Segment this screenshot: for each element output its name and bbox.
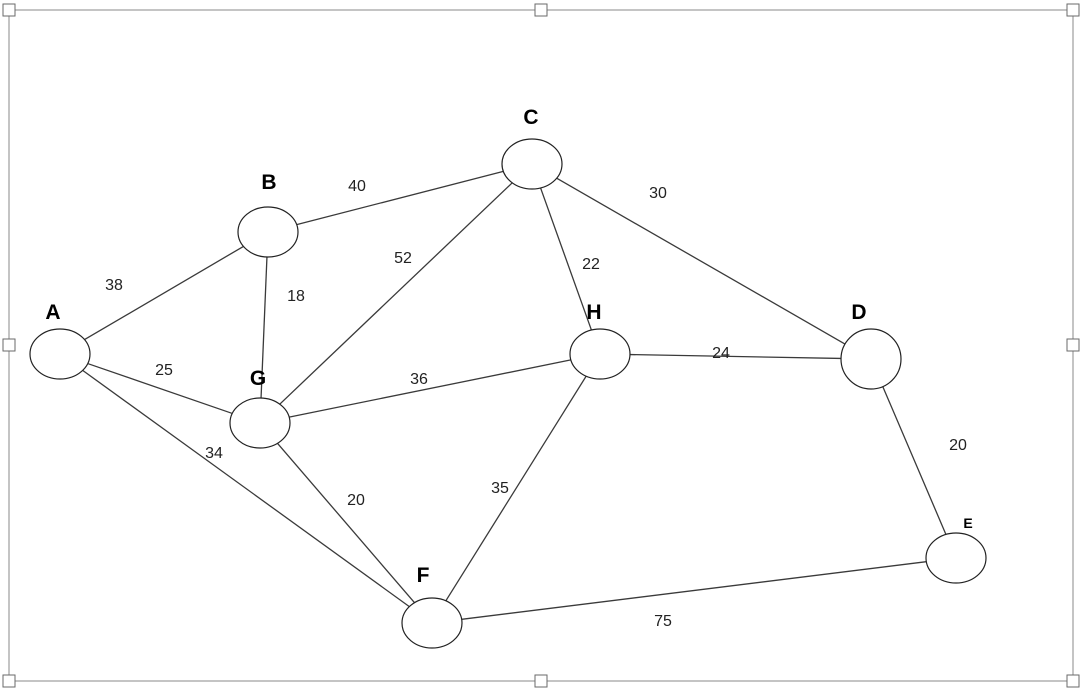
node-label-h: H [586,301,601,324]
edge-a-g [87,362,233,415]
node-b[interactable] [237,206,299,258]
edges-layer [82,170,947,620]
resize-handle-top-left[interactable] [2,3,16,17]
node-label-c: C [523,106,538,129]
node-f[interactable] [401,597,463,649]
edge-weight-b-c: 40 [348,178,366,195]
node-label-g: G [250,367,266,390]
node-g[interactable] [229,397,291,449]
edge-a-b [84,245,244,341]
edge-b-g [260,256,268,399]
edge-b-c [296,170,504,226]
edge-weight-d-e: 20 [949,437,967,454]
nodes-layer: A B C D E F G H [29,106,987,649]
edge-a-f [82,369,410,608]
edge-weight-c-h: 22 [582,256,600,273]
node-label-e: E [963,515,972,531]
edge-weight-a-f: 34 [205,445,223,462]
edge-c-h [539,187,593,331]
node-e[interactable] [925,532,987,584]
edge-h-d [629,353,842,360]
resize-handle-top-right[interactable] [1066,3,1080,17]
node-c[interactable] [501,138,563,190]
edge-weight-c-g: 52 [394,250,412,267]
edge-weight-g-h: 36 [410,371,428,388]
edge-h-f [445,375,587,602]
node-h[interactable] [569,328,631,380]
weights-layer: 38 40 18 52 22 30 25 36 24 34 20 35 20 75 [105,178,967,630]
resize-handle-bottom-right[interactable] [1066,674,1080,688]
node-a[interactable] [29,328,91,380]
edge-c-d [556,177,846,345]
resize-handle-bottom-left[interactable] [2,674,16,688]
selection-frame[interactable] [8,9,1074,682]
edge-f-e [461,561,927,620]
edge-g-h [289,359,571,418]
node-label-f: F [417,564,430,587]
edge-weight-b-g: 18 [287,288,305,305]
node-label-d: D [851,301,866,324]
resize-handle-left[interactable] [2,338,16,352]
resize-handle-top[interactable] [534,3,548,17]
edge-weight-a-b: 38 [105,277,123,294]
edge-d-e [882,386,947,535]
node-label-b: B [261,171,276,194]
edge-weight-h-f: 35 [491,480,509,497]
edge-weight-a-g: 25 [155,362,173,379]
edge-g-f [276,442,416,604]
resize-handle-bottom[interactable] [534,674,548,688]
edge-weight-c-d: 30 [649,185,667,202]
node-label-a: A [45,301,60,324]
node-d[interactable] [840,328,902,390]
resize-handle-right[interactable] [1066,338,1080,352]
edge-weight-f-e: 75 [654,613,672,630]
edge-weight-g-f: 20 [347,492,365,509]
edge-weight-h-d: 24 [712,345,730,362]
edge-c-g [279,182,513,405]
